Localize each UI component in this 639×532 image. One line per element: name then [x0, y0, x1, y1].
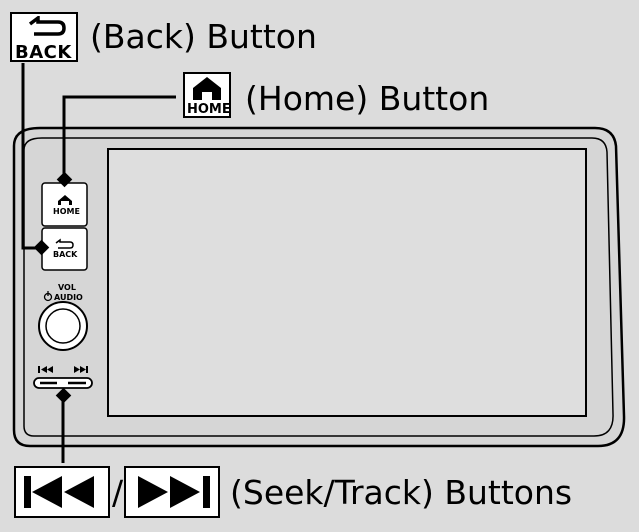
back-arrow-icon — [28, 16, 66, 36]
panel-seek-prev-icon — [38, 366, 53, 373]
display-screen — [107, 148, 587, 417]
panel-back-text: BACK — [53, 250, 78, 259]
panel-audio-text: AUDIO — [54, 293, 83, 302]
callout-dot-home — [56, 171, 73, 188]
seek-prev-icon-legend — [14, 466, 110, 518]
volume-knob-inner — [45, 308, 81, 344]
panel-back-button — [41, 227, 88, 271]
skip-forward-icon — [138, 476, 210, 508]
panel-home-icon — [58, 195, 72, 205]
back-icon-text: BACK — [15, 42, 72, 63]
panel-home-button — [41, 182, 88, 227]
panel-power-icon — [43, 291, 53, 302]
house-icon — [193, 77, 221, 100]
panel-back-icon — [55, 238, 74, 249]
panel-vol-text: VOL — [58, 283, 76, 292]
home-icon-legend: HOME — [183, 72, 231, 118]
callout-line-home — [62, 95, 176, 178]
seek-separator: / — [112, 473, 124, 512]
unit-bezel-inner — [23, 137, 614, 437]
back-icon-legend: BACK — [10, 12, 78, 63]
panel-seek-next-icon — [74, 366, 88, 373]
home-icon-text: HOME — [187, 102, 231, 117]
panel-seek-rocker — [33, 377, 93, 389]
skip-back-icon — [24, 476, 94, 508]
home-button-caption: (Home) Button — [245, 79, 490, 118]
back-button-caption: (Back) Button — [90, 17, 317, 56]
callout-dot-back — [33, 239, 50, 256]
seek-buttons-caption: (Seek/Track) Buttons — [230, 473, 573, 512]
panel-home-text: HOME — [53, 207, 80, 216]
seek-next-icon-legend — [124, 466, 220, 518]
